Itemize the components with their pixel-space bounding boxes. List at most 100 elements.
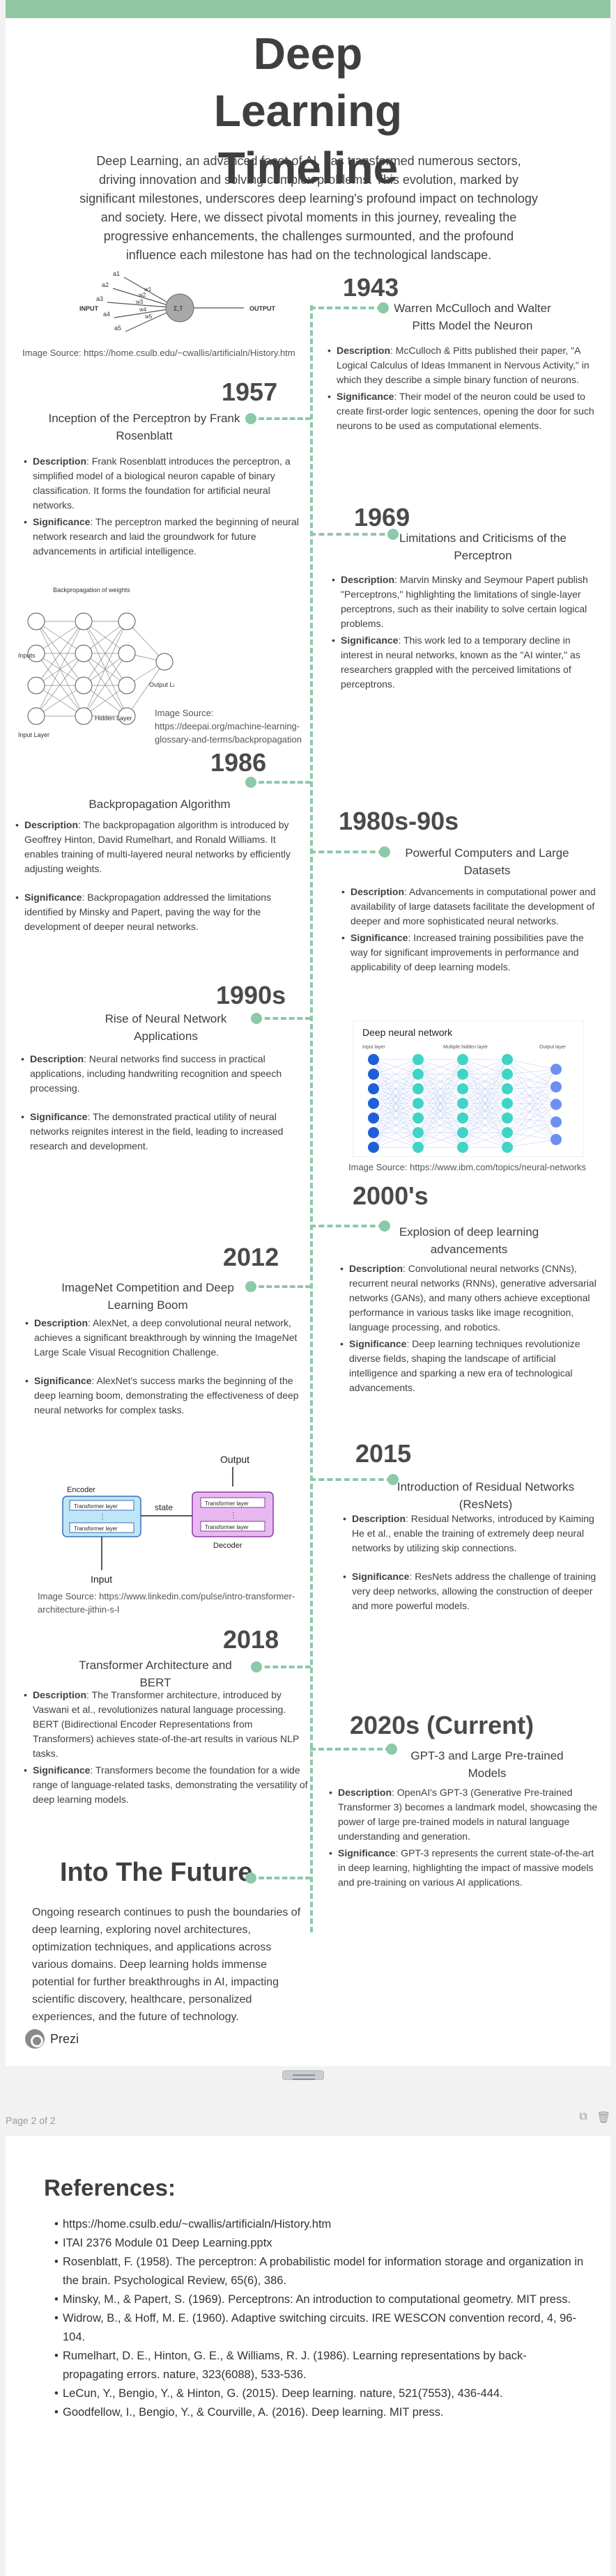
edge bbox=[507, 1103, 557, 1105]
connector bbox=[251, 417, 311, 420]
node bbox=[502, 1142, 513, 1153]
input-label: a2 bbox=[102, 281, 109, 288]
edge bbox=[507, 1069, 557, 1089]
edge bbox=[507, 1073, 557, 1087]
entry-desc-2000s: Description: Convolutional neural networ… bbox=[340, 1262, 605, 1397]
node bbox=[368, 1127, 379, 1138]
edge bbox=[373, 1059, 419, 1133]
node bbox=[27, 676, 45, 695]
node bbox=[413, 1069, 424, 1080]
edge bbox=[507, 1069, 557, 1133]
edge bbox=[126, 621, 165, 662]
encoder-layer-label: Transformer layer bbox=[74, 1503, 118, 1510]
edge bbox=[417, 1059, 463, 1104]
page-title: Deep Learning Timeline bbox=[213, 29, 403, 193]
prezi-badge[interactable]: Prezi bbox=[25, 2027, 79, 2051]
edge bbox=[373, 1103, 419, 1148]
top-accent-bar bbox=[6, 0, 610, 18]
input-label: a1 bbox=[113, 270, 120, 277]
timeline-dot bbox=[387, 529, 399, 540]
node bbox=[27, 612, 45, 630]
references-list: https://home.csulb.edu/~cwallis/artifici… bbox=[54, 2215, 584, 2422]
edge bbox=[83, 653, 128, 717]
hidden-layer-label: Hidden Layer bbox=[95, 715, 132, 722]
encoder-layer bbox=[69, 1500, 134, 1511]
references-title: References: bbox=[44, 2175, 176, 2201]
node bbox=[27, 707, 45, 725]
edge bbox=[507, 1104, 557, 1133]
year-2020s: 2020s (Current) bbox=[350, 1711, 534, 1739]
timeline-line bbox=[310, 305, 313, 1932]
entry-title-2012: ImageNet Competition and Deep Learning B… bbox=[61, 1281, 234, 1312]
node bbox=[368, 1112, 379, 1124]
neuron-image-caption: Image Source: https://home.csulb.edu/~cw… bbox=[22, 348, 295, 358]
input-layer-label: Input Layer bbox=[18, 731, 49, 738]
trash-icon[interactable]: 🗑 bbox=[596, 2112, 611, 2124]
entry-desc-1990s: Description: Neural networks find succes… bbox=[21, 1052, 307, 1156]
connector bbox=[310, 1748, 391, 1751]
reference-item: Rumelhart, D. E., Hinton, G. E., & Willi… bbox=[54, 2347, 584, 2384]
entry-title-1943: Warren McCulloch and Walter Pitts Model … bbox=[394, 302, 551, 332]
reference-item: Widrow, B., & Hoff, M. E. (1960). Adapti… bbox=[54, 2309, 584, 2347]
weight-label: w4 bbox=[139, 307, 147, 313]
input-label: Input bbox=[91, 1574, 112, 1585]
intro-paragraph: Deep Learning, an advanced facet of AI, … bbox=[79, 154, 538, 262]
node bbox=[550, 1081, 562, 1093]
connector bbox=[251, 1877, 311, 1879]
edge bbox=[462, 1059, 508, 1075]
node bbox=[413, 1142, 424, 1153]
node bbox=[502, 1098, 513, 1109]
ellipsis: ⋮ bbox=[230, 1512, 237, 1519]
entry-desc-2018: Description: The Transformer architectur… bbox=[24, 1688, 309, 1809]
reference-item: https://home.csulb.edu/~cwallis/artifici… bbox=[54, 2215, 584, 2234]
entry-desc-1986: Description: The backpropagation algorit… bbox=[15, 818, 307, 936]
edge bbox=[462, 1117, 508, 1148]
state-label: state bbox=[155, 1503, 173, 1512]
entry-title-1957: Inception of the Perceptron by Frank Ros… bbox=[48, 412, 240, 442]
copy-icon[interactable]: ⧉ bbox=[579, 2111, 587, 2123]
decoder-layer bbox=[200, 1497, 265, 1508]
node bbox=[75, 707, 93, 725]
edge bbox=[507, 1088, 557, 1140]
node bbox=[368, 1054, 379, 1065]
connector bbox=[256, 1017, 311, 1020]
weight-label: w5 bbox=[144, 313, 153, 320]
timeline-dot bbox=[379, 1220, 390, 1232]
edge bbox=[373, 1088, 419, 1148]
ibm-image-caption: Image Source: https://www.ibm.com/topics… bbox=[348, 1162, 587, 1172]
edge bbox=[373, 1059, 419, 1089]
edge bbox=[417, 1073, 463, 1148]
decoder-label: Decoder bbox=[213, 1542, 242, 1550]
timeline-dot bbox=[245, 1281, 256, 1292]
reference-item: Goodfellow, I., Bengio, Y., & Courville,… bbox=[54, 2403, 584, 2422]
edge bbox=[507, 1122, 557, 1148]
edge bbox=[507, 1086, 557, 1104]
edge bbox=[507, 1069, 557, 1119]
decoder-layer-label: Transformer layer bbox=[205, 1524, 249, 1530]
node bbox=[550, 1099, 562, 1110]
encoder-label: Encoder bbox=[67, 1486, 95, 1494]
resize-handle[interactable] bbox=[282, 2070, 324, 2080]
year-1986: 1986 bbox=[210, 748, 267, 777]
weight-label: w1 bbox=[144, 286, 152, 293]
entry-title-2020s: GPT-3 and Large Pre-trained Models bbox=[410, 1749, 564, 1780]
entry-desc-2015: Description: Residual Networks, introduc… bbox=[343, 1512, 603, 1615]
timeline-dot bbox=[245, 777, 256, 788]
entry-title-2018: Transformer Architecture and BERT bbox=[79, 1659, 232, 1689]
neuron-node-label: Σ,T bbox=[174, 305, 183, 312]
inputs-label: Inputs bbox=[18, 652, 36, 659]
year-1980s-90s: 1980s-90s bbox=[339, 807, 459, 835]
node bbox=[550, 1133, 562, 1145]
node bbox=[502, 1054, 513, 1065]
edge bbox=[83, 621, 128, 654]
node bbox=[550, 1116, 562, 1128]
connector bbox=[310, 1478, 392, 1481]
node bbox=[118, 676, 136, 695]
edge bbox=[373, 1132, 419, 1148]
reference-item: Minsky, M., & Papert, S. (1969). Percept… bbox=[54, 2290, 584, 2309]
edge bbox=[417, 1059, 463, 1075]
year-2000s: 2000's bbox=[353, 1181, 429, 1210]
edge bbox=[373, 1059, 419, 1075]
